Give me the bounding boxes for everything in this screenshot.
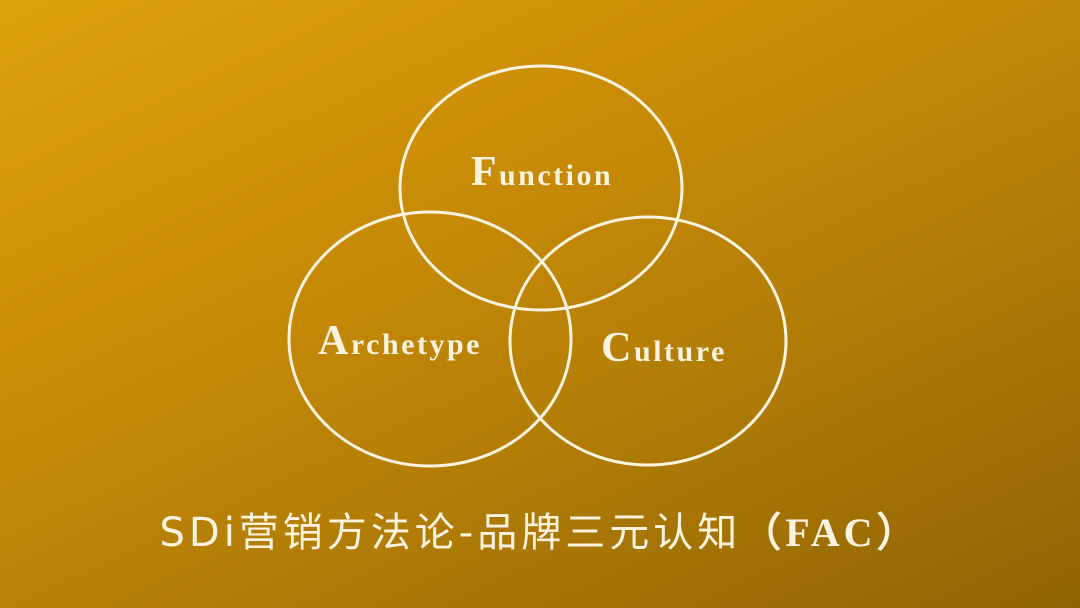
culture-label-initial: C (601, 325, 634, 371)
culture-circle (508, 215, 788, 467)
archetype-label: Archetype (318, 318, 482, 364)
culture-label-rest: ulture (634, 335, 727, 368)
function-label: Function (471, 149, 613, 195)
caption-main: SDi营销方法论-品牌三元认知 (159, 510, 742, 556)
caption-tag: （FAC） (741, 510, 921, 555)
culture-label: Culture (601, 325, 727, 371)
function-label-initial: F (471, 149, 499, 195)
page-caption: SDi营销方法论-品牌三元认知（FAC） (0, 500, 1080, 558)
archetype-label-rest: rchetype (351, 328, 482, 361)
function-circle (398, 64, 684, 312)
function-label-rest: unction (499, 159, 613, 192)
archetype-circle (287, 210, 573, 468)
archetype-label-initial: A (318, 318, 351, 364)
